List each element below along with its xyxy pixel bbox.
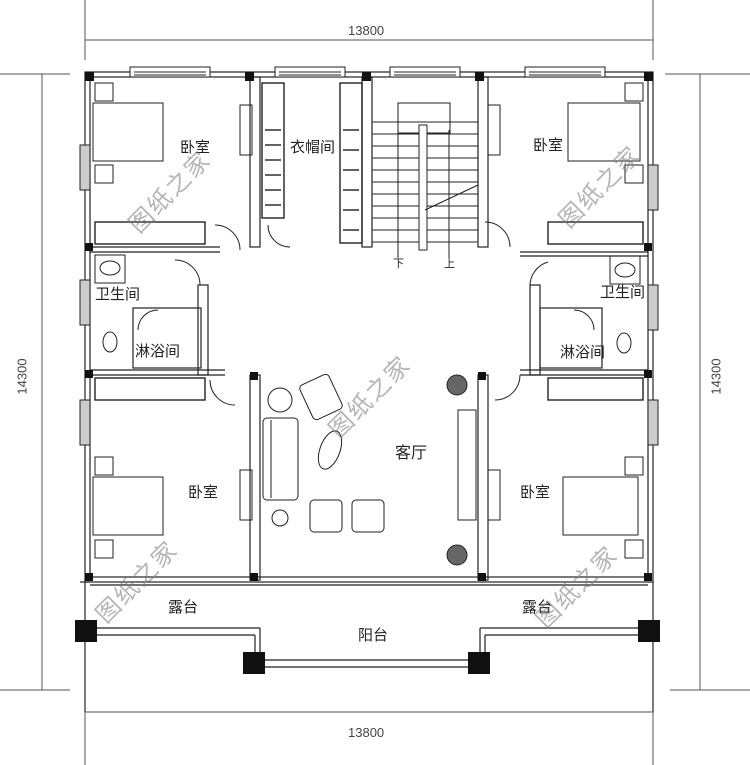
stair-down-label: 下 <box>393 257 404 270</box>
dimension-left: 14300 <box>14 358 30 395</box>
room-bathroom-left: 卫生间 <box>95 285 141 303</box>
room-balcony: 阳台 <box>358 626 389 644</box>
room-bedroom-bottom-left: 卧室 <box>188 483 219 501</box>
beds <box>92 82 644 559</box>
desks <box>239 104 501 521</box>
interior-walls <box>90 76 648 581</box>
dimension-bottom: 13800 <box>348 725 385 740</box>
stair-up-label: 上 <box>444 257 455 270</box>
top-windows <box>129 66 606 78</box>
columns <box>75 72 660 674</box>
fixtures <box>94 254 641 354</box>
doors <box>137 221 595 406</box>
stairs <box>372 102 479 258</box>
side-windows <box>79 144 659 446</box>
room-closet: 衣帽间 <box>290 138 336 156</box>
room-bedroom-top-right: 卧室 <box>533 136 564 154</box>
room-terrace-left: 露台 <box>168 598 199 616</box>
room-bathroom-right: 卫生间 <box>600 283 646 301</box>
shower-enclosures <box>132 307 603 369</box>
wardrobes <box>94 221 644 401</box>
dimension-top: 13800 <box>348 23 385 38</box>
room-bedroom-bottom-right: 卧室 <box>520 483 551 501</box>
room-living: 客厅 <box>395 443 428 462</box>
room-shower-right: 淋浴间 <box>560 343 606 361</box>
balcony-outline <box>80 581 648 668</box>
room-bedroom-top-left: 卧室 <box>180 138 211 156</box>
living-furniture <box>262 373 468 566</box>
room-terrace-right: 露台 <box>522 598 553 616</box>
dimension-right: 14300 <box>708 358 724 395</box>
room-shower-left: 淋浴间 <box>135 342 181 360</box>
closet-shelves <box>261 82 363 244</box>
